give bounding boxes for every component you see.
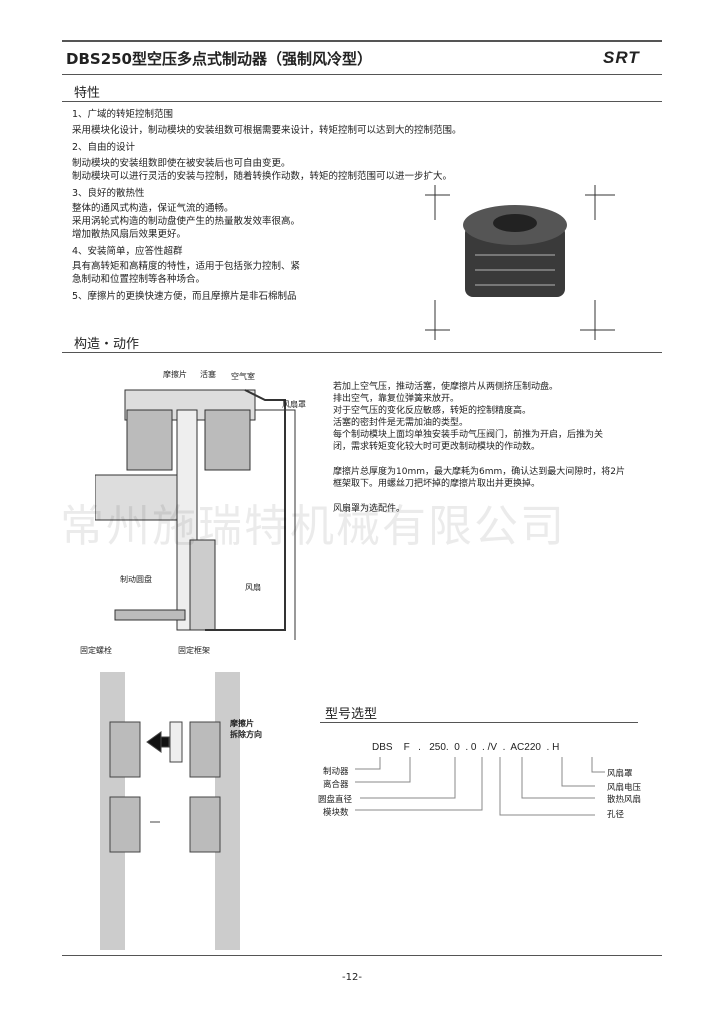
feature-line: 整体的通风式构造，保证气流的通畅。 bbox=[72, 203, 234, 214]
feature-line: 具有高转矩和高精度的特性，适用于包括张力控制、紧 bbox=[72, 261, 301, 272]
desc-line: 每个制动模块上面均单独安装手动气压阀门，前推为开启，后推为关 bbox=[333, 430, 604, 440]
model-label: 风扇电压 bbox=[607, 783, 642, 793]
feature-line: 采用模块化设计，制动模块的安装组数可根据需要来设计，转矩控制可以达到大的控制范围… bbox=[72, 125, 462, 136]
structure-diagram bbox=[95, 389, 296, 640]
brand-logo: SRT bbox=[603, 48, 640, 67]
label-piston: 活塞 bbox=[200, 370, 216, 379]
product-photo bbox=[425, 185, 615, 340]
feature-line: 制动模块可以进行灵活的安装与控制，随着转换作动数，转矩的控制范围可以进一步扩大。 bbox=[72, 171, 453, 182]
model-label: 模块数 bbox=[323, 808, 349, 818]
page-number: -12- bbox=[342, 972, 362, 983]
features-list: 1、广域的转矩控制范围 采用模块化设计，制动模块的安装组数可根据需要来设计，转矩… bbox=[72, 108, 462, 303]
model-label: 离合器 bbox=[323, 780, 349, 790]
top-rule bbox=[62, 40, 662, 42]
model-rule bbox=[320, 722, 638, 723]
label-disc: 制动圆盘 bbox=[120, 575, 152, 584]
feature-title: 1、广域的转矩控制范围 bbox=[72, 109, 174, 120]
structure-heading: 构造・动作 bbox=[74, 337, 140, 352]
watermark: 常州施瑞特机械有限公司 bbox=[60, 501, 566, 552]
model-code: DBS F . 250. 0 . 0 . /V . AC220 . H bbox=[372, 742, 560, 753]
desc-line: 排出空气，靠复位弹簧来放开。 bbox=[333, 394, 460, 404]
model-label: 制动器 bbox=[323, 767, 349, 777]
label-bolt: 固定螺栓 bbox=[80, 646, 112, 655]
label-frame: 固定框架 bbox=[178, 646, 210, 655]
title-rule bbox=[62, 74, 662, 75]
structure-rule bbox=[62, 352, 662, 353]
footer-rule bbox=[62, 955, 662, 956]
label-removal-2: 拆除方向 bbox=[230, 730, 262, 739]
desc-line: 若加上空气压，推动活塞，使摩擦片从两侧挤压制动盘。 bbox=[333, 382, 559, 392]
feature-title: 3、良好的散热性 bbox=[72, 188, 145, 199]
features-heading: 特性 bbox=[74, 86, 101, 101]
label-fan: 风扇 bbox=[245, 583, 261, 592]
model-label: 圆盘直径 bbox=[318, 795, 353, 805]
label-air-chamber: 空气室 bbox=[231, 372, 255, 381]
label-friction: 摩擦片 bbox=[163, 370, 187, 379]
desc-note: 风扇罩为选配件。 bbox=[333, 504, 406, 514]
desc-line: 活塞的密封件是无需加油的类型。 bbox=[333, 418, 469, 428]
feature-title: 2、自由的设计 bbox=[72, 142, 136, 153]
feature-title: 4、安装简单，应答性超群 bbox=[72, 246, 183, 257]
model-leader-lines bbox=[355, 757, 605, 816]
page-title: DBS250型空压多点式制动器（强制风冷型） bbox=[66, 50, 373, 68]
feature-line: 增加散热风扇后效果更好。 bbox=[72, 229, 187, 240]
desc-line: 闭，需求转矩变化较大时可更改制动模块的作动数。 bbox=[333, 442, 541, 452]
desc-line: 摩擦片总厚度为10mm，最大摩耗为6mm，确认达到最大间隙时，将2片 bbox=[333, 467, 625, 477]
removal-diagram bbox=[100, 672, 240, 950]
feature-line: 急制动和位置控制等各种场合。 bbox=[72, 274, 206, 285]
feature-line: 制动模块的安装组数即使在被安装后也可自由变更。 bbox=[72, 158, 291, 169]
features-rule bbox=[62, 101, 662, 102]
model-label: 散热风扇 bbox=[607, 795, 642, 805]
label-removal-1: 摩擦片 bbox=[230, 719, 254, 728]
desc-line: 框架取下。用螺丝刀把坏掉的摩擦片取出并更换掉。 bbox=[333, 479, 541, 489]
model-label: 风扇罩 bbox=[607, 769, 633, 779]
desc-line: 对于空气压的变化反应敏感，转矩的控制精度高。 bbox=[333, 406, 532, 416]
model-label: 孔径 bbox=[607, 810, 625, 820]
feature-line: 采用涡轮式构造的制动盘使产生的热量散发效率很高。 bbox=[72, 216, 301, 227]
structure-description: 若加上空气压，推动活塞，使摩擦片从两侧挤压制动盘。 排出空气，靠复位弹簧来放开。… bbox=[333, 381, 625, 515]
model-heading: 型号选型 bbox=[325, 707, 378, 722]
label-fan-cover: 风扇罩 bbox=[282, 400, 306, 409]
feature-title: 5、摩擦片的更换快速方便，而且摩擦片是非石棉制品 bbox=[72, 291, 297, 302]
